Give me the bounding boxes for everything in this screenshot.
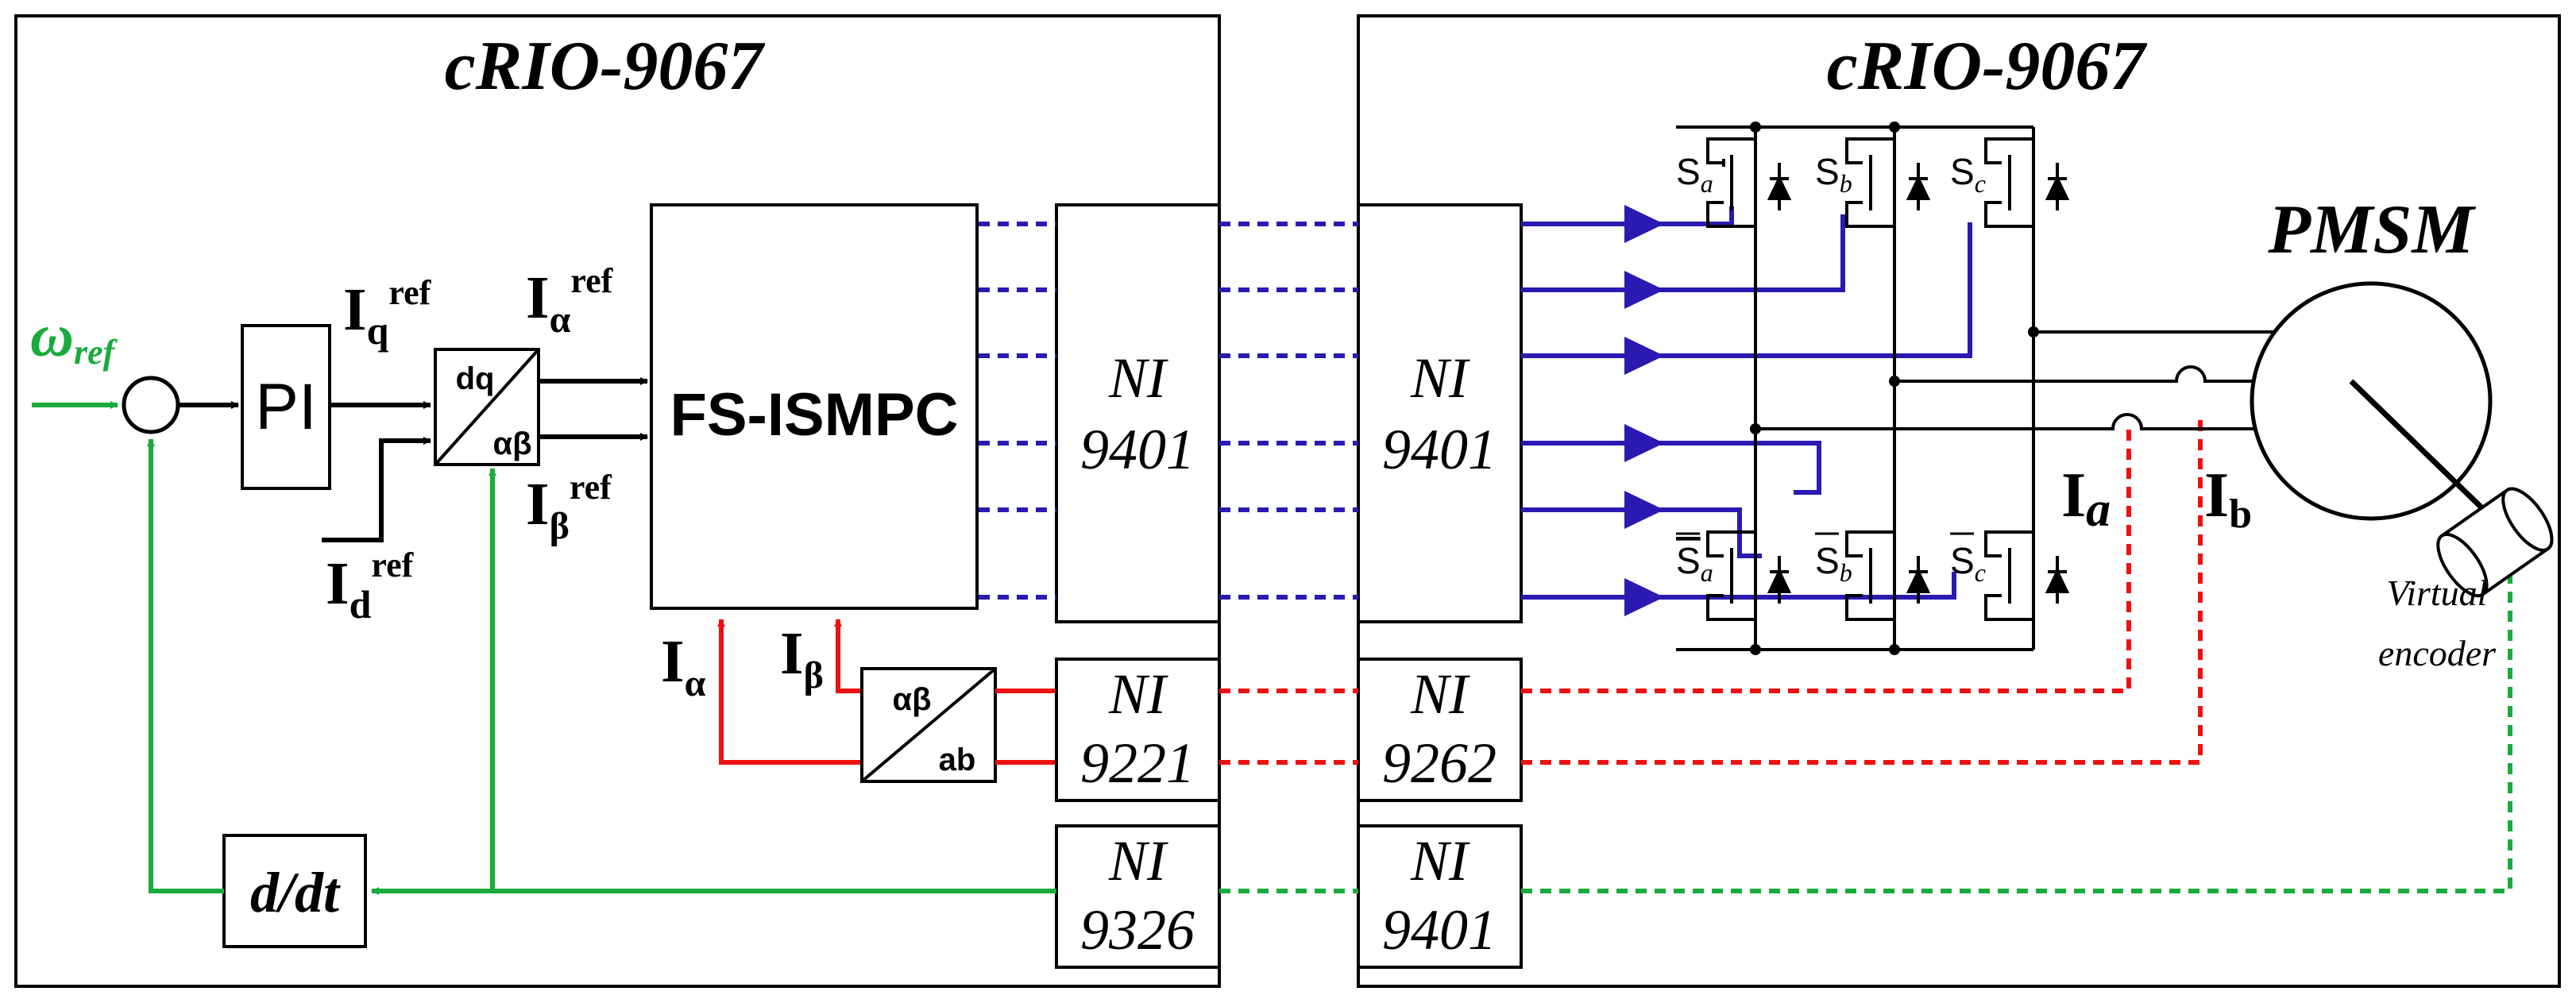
right-ni-9401-name: NI [1410,346,1470,410]
switch-sb-label: Sb [1815,151,1852,198]
dq-block-diagonal [434,348,540,466]
speed-feedback-line [147,438,224,893]
gate-signal-links-middle [1219,222,1358,600]
derivative-label: d/dt [250,861,341,924]
right-ni-9401-number: 9401 [1382,418,1497,481]
ialpha-ref-label: Iαref [526,261,614,341]
right-panel-title: cRIO-9067 [1827,28,2148,105]
iq-ref-label: Iqref [343,273,432,353]
ni-9262-module [1357,658,1523,802]
gate-signal-links-left [979,222,1056,600]
ni-9326-name: NI [1108,829,1168,893]
switch-sb-bar-label: Sb [1815,540,1852,587]
ialpha-measured-label: Iα [661,628,706,704]
omega-ref-label: ωref [30,303,118,372]
encoder-ni-9401-module [1357,824,1523,969]
switch-sc-bar [1984,530,2070,621]
ab-block-diagonal [860,667,997,783]
dq-block-bottom-label: αβ [492,426,531,461]
left-panel-title: cRIO-9067 [445,28,766,105]
virtual-encoder [2436,487,2554,598]
switch-sa-label: Sa [1676,151,1713,198]
fs-ismpc-block [650,203,979,610]
derivative-block [222,834,367,948]
ni-9262-name: NI [1410,662,1470,726]
pmsm-label: PMSM [2267,191,2476,268]
phase-lines [1755,330,2280,430]
encoder-label-line2: encoder [2378,633,2497,673]
ibeta-ref-label: Iβref [526,468,612,547]
pmsm-shaft [2349,379,2485,511]
ni-9262-number: 9262 [1382,731,1497,795]
bus-nodes [1750,122,2039,655]
id-ref-label: Idref [326,546,415,627]
ni-9326-number: 9326 [1080,898,1195,962]
left-ni-9401-number: 9401 [1080,418,1195,481]
encoder-label-line1: Virtual [2387,573,2488,613]
switch-sc-bar-label: Sc [1950,540,1986,587]
switch-sc-label: Sc [1950,151,1986,198]
dq-block-top-label: dq [456,361,495,396]
pi-block [241,324,331,490]
ialpha-feedback-line [717,619,862,765]
encoder-links [1219,556,2512,893]
ni-9221-number: 9221 [1080,731,1195,795]
left-crio-panel [14,14,1221,988]
switch-sa-bar [1706,530,1792,621]
switch-sb-bar [1845,530,1931,621]
switch-sc [1984,137,2070,228]
ibeta-feedback-line [834,619,862,693]
switch-sa [1706,137,1792,228]
id-ref-arrow [322,437,431,542]
ni-9221-module [1055,658,1221,802]
gate-drive-triangles [1624,205,1664,616]
encoder-ni-9401-number: 9401 [1382,898,1497,962]
ib-label: Ib [2204,461,2252,537]
gate-drive-lines [1521,206,1972,600]
pi-label: PI [255,371,316,443]
ni-9221-name: NI [1108,662,1168,726]
encoder-ni-9401-name: NI [1410,829,1470,893]
switch-sb [1845,137,1931,228]
ibeta-measured-label: Iβ [780,620,824,696]
left-ni-9401-name: NI [1108,346,1168,410]
switch-sa-bar-label: Sa [1676,540,1713,587]
summing-junction [122,376,180,434]
inverter-legs [1754,127,2035,650]
right-ni-9401-module [1357,203,1523,623]
left-ni-9401-module [1055,203,1221,623]
ia-label: Ia [2061,461,2111,537]
ni-9326-module [1055,824,1221,969]
ab-block-top-label: αβ [892,682,931,717]
ab-block-bottom-label: ab [939,742,976,777]
current-sense-links [1219,413,2203,765]
fs-ismpc-label: FS-ISMPC [670,381,958,449]
